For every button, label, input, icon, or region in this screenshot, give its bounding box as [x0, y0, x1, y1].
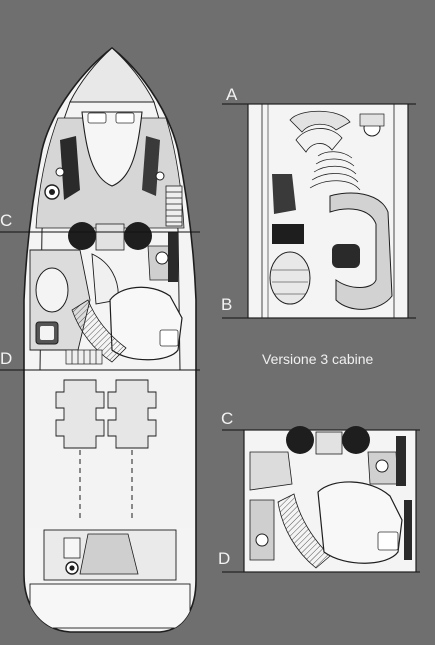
section-label-c: C: [0, 211, 13, 230]
inset-c-d: [222, 426, 420, 573]
hatch-circle: [342, 426, 370, 454]
inset-a-b: [222, 103, 416, 319]
v-berth: [81, 111, 143, 187]
main-hull-plan: [23, 46, 197, 633]
salon-sofa: [329, 192, 393, 310]
version-caption: Versione 3 cabine: [262, 351, 374, 367]
section-label-d: D: [0, 349, 13, 368]
hatch-circle: [286, 426, 314, 454]
section-label-b: B: [221, 295, 233, 314]
inset-label-c: C: [221, 409, 234, 428]
swim-platform: [29, 583, 191, 629]
pillow: [87, 112, 107, 124]
inset-label-d: D: [218, 549, 231, 568]
hatch-circle: [68, 222, 96, 250]
engine: [55, 379, 157, 449]
section-label-a: A: [226, 85, 238, 104]
pillow: [115, 112, 135, 124]
hatch-circle: [124, 222, 152, 250]
